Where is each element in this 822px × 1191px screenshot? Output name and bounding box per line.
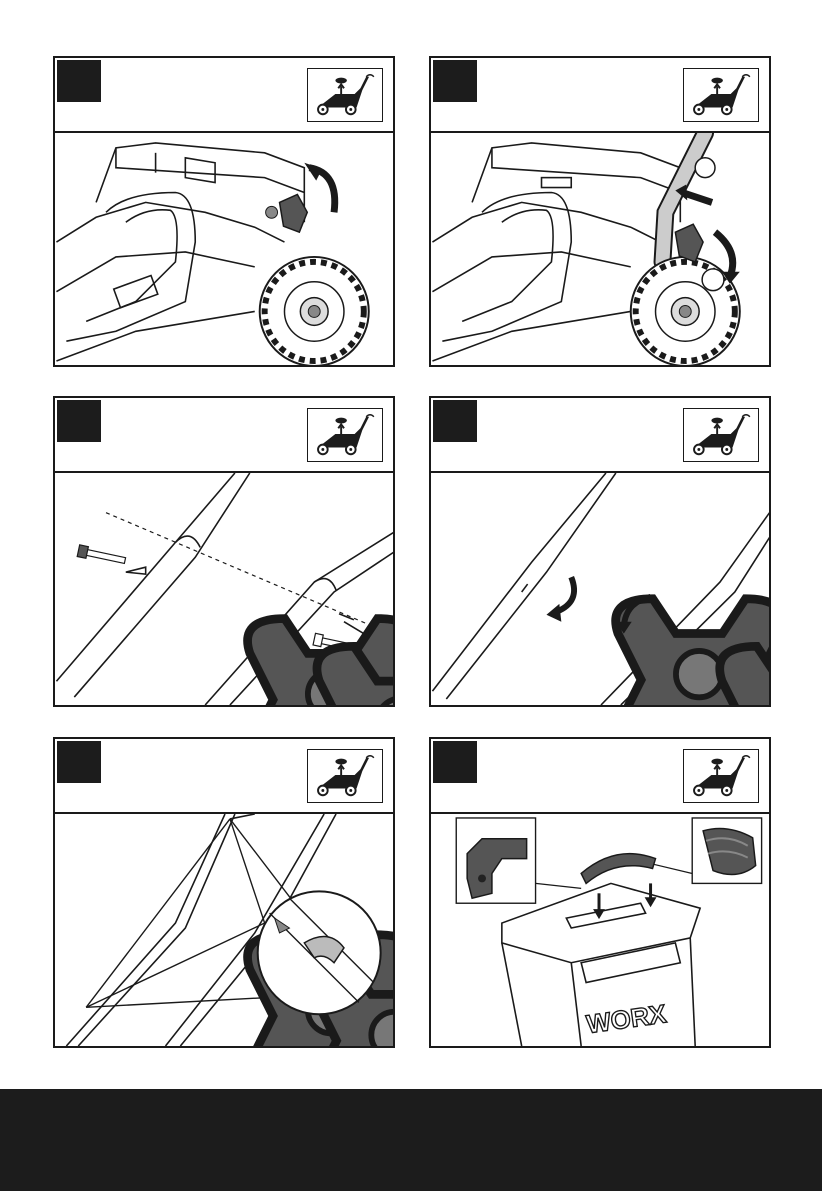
step-number-box xyxy=(433,400,477,442)
mower-height-adjust-icon xyxy=(683,749,759,803)
illustration-insert-handle xyxy=(431,133,769,365)
instruction-panel-1 xyxy=(53,56,395,367)
instruction-panel-2 xyxy=(429,56,771,367)
instruction-panel-3 xyxy=(53,396,395,707)
mower-height-adjust-icon xyxy=(307,408,383,462)
illustration-lock-knob xyxy=(55,133,393,365)
worx-logo: WORX xyxy=(585,1000,668,1039)
step-number-box xyxy=(57,741,101,783)
panel-header xyxy=(55,58,393,133)
instruction-panel-6: WORX xyxy=(429,737,771,1048)
illustration-bolts-knobs xyxy=(55,473,393,705)
mower-height-adjust-icon xyxy=(307,68,383,122)
mower-height-adjust-icon xyxy=(683,68,759,122)
step-number-box xyxy=(433,60,477,102)
mower-height-adjust-icon xyxy=(683,408,759,462)
panel-header xyxy=(55,398,393,473)
step-number-box xyxy=(57,60,101,102)
instruction-panel-4 xyxy=(429,396,771,707)
step-number-box xyxy=(433,741,477,783)
panel-header xyxy=(55,739,393,814)
footer-bar xyxy=(0,1089,822,1191)
illustration-cable-clips xyxy=(55,814,393,1046)
mower-height-adjust-icon xyxy=(307,749,383,803)
panel-header xyxy=(431,739,769,814)
instruction-panel-5 xyxy=(53,737,395,1048)
illustration-grass-box-handle: WORX xyxy=(431,814,769,1046)
step-number-box xyxy=(57,400,101,442)
panel-header xyxy=(431,58,769,133)
panel-header xyxy=(431,398,769,473)
illustration-tighten-knobs xyxy=(431,473,769,705)
svg-text:WORX: WORX xyxy=(585,1000,668,1039)
